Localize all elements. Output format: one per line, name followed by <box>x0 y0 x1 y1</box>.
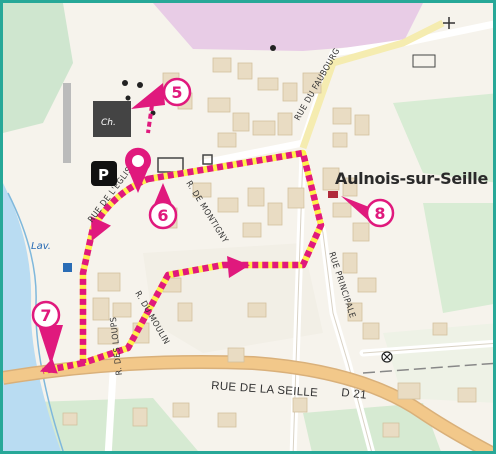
chateau-wall <box>63 83 71 163</box>
faubourg-building <box>412 54 436 68</box>
river-edge <box>7 192 64 451</box>
marker-8[interactable]: 8 <box>341 196 395 228</box>
church-square <box>202 154 213 165</box>
label-d21: D 21 <box>341 387 368 402</box>
route-spur <box>146 97 155 134</box>
route-arrow-east <box>227 256 250 278</box>
lavoir-icon <box>63 263 72 272</box>
route-arrow-south <box>91 216 111 241</box>
town-hall-marker <box>328 191 338 198</box>
crossing-icon <box>381 351 393 363</box>
map-canvas[interactable]: Ch. RUE DE LA SEILLE D 21 RUE DU FAUBOUR… <box>3 3 496 454</box>
faubourg-road <box>299 19 445 150</box>
parking-icon <box>91 161 117 186</box>
marker-5-label: 5 <box>171 83 182 102</box>
chateau-dots <box>122 45 276 116</box>
railway <box>362 362 493 374</box>
cross-icon <box>443 17 455 29</box>
river <box>3 183 61 451</box>
main-road <box>3 356 493 451</box>
marker-6[interactable]: 6 <box>148 183 178 230</box>
route-arrow-west <box>39 358 58 374</box>
parking-label: P <box>98 166 109 184</box>
chateau-label: Ch. <box>101 118 116 128</box>
chateau-building <box>93 101 131 137</box>
marker-5[interactable]: 5 <box>131 77 192 109</box>
start-pin-icon[interactable] <box>125 147 152 193</box>
marker-7[interactable]: 7 <box>31 300 63 365</box>
town-name: Aulnois-sur-Seille <box>335 169 488 188</box>
buildings <box>62 57 477 438</box>
marker-6-label: 6 <box>157 206 168 225</box>
marker-8-label: 8 <box>374 204 385 223</box>
lavoir-label: Lav. <box>31 241 51 252</box>
marker-7-label: 7 <box>40 306 51 325</box>
